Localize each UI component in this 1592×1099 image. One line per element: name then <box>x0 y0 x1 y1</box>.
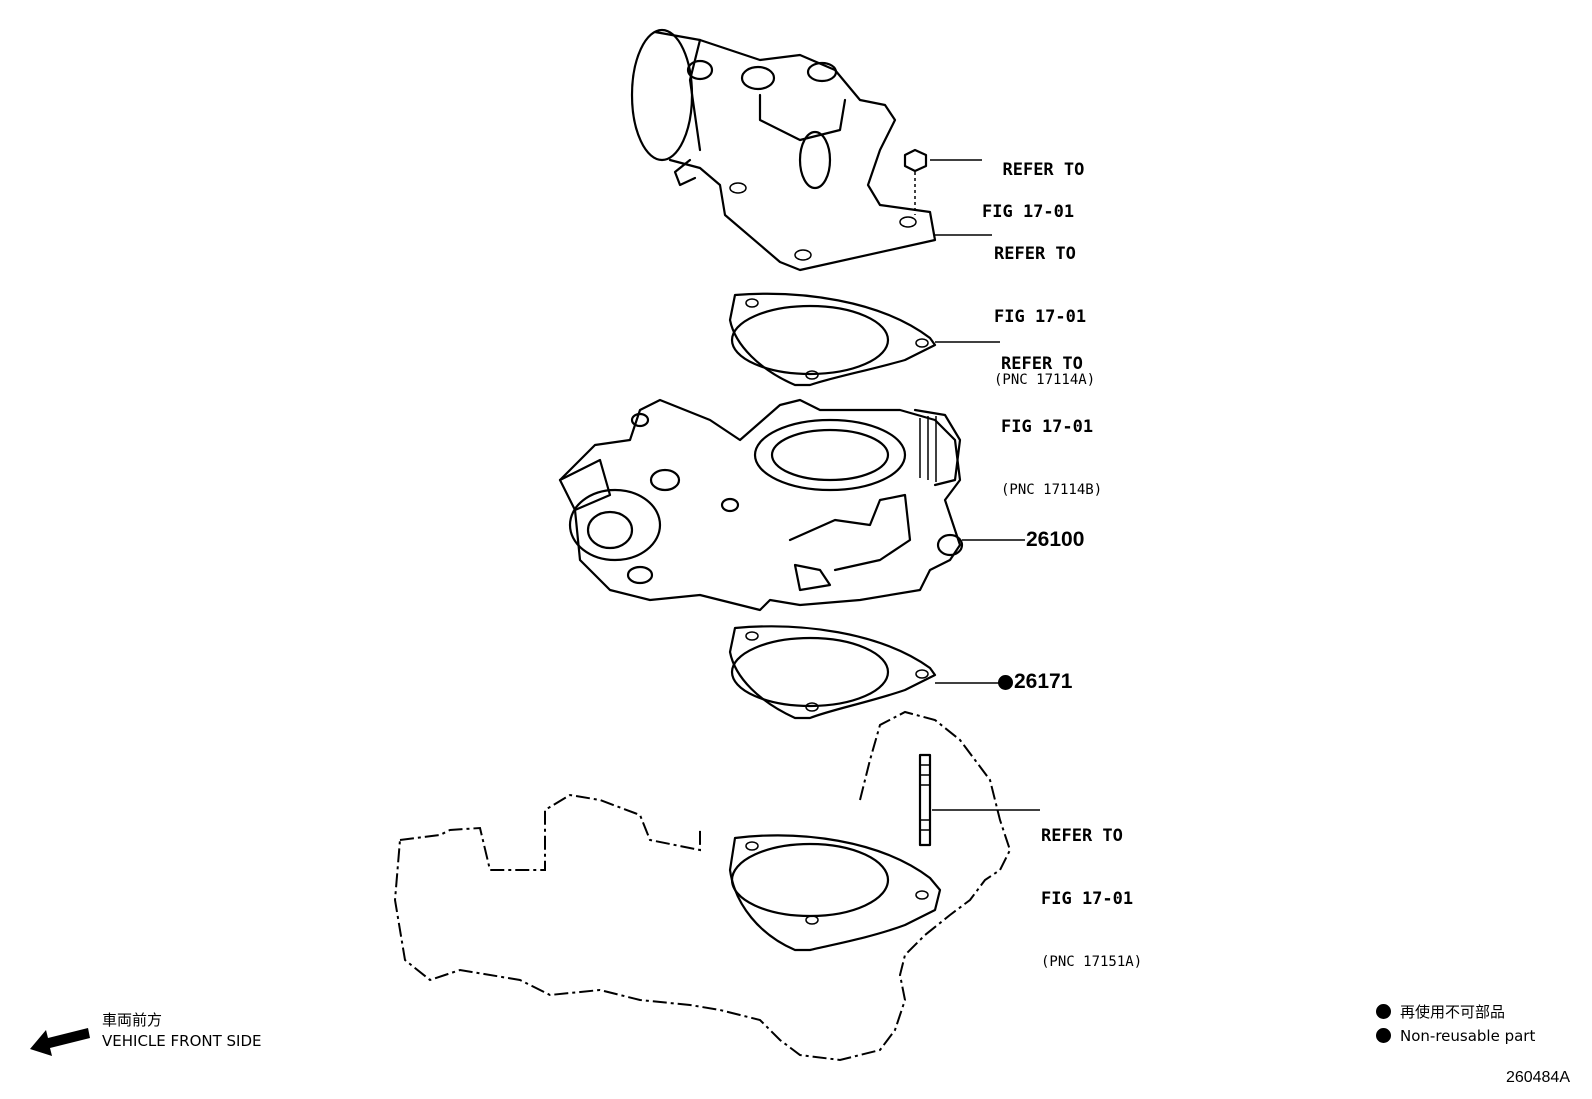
non-reusable-icon <box>1376 1004 1391 1019</box>
non-reusable-icon <box>998 675 1013 690</box>
callout-fig: FIG 17-01 <box>1041 889 1134 909</box>
legend-row-en: Non-reusable part <box>1376 1024 1535 1048</box>
vehicle-front-jp: 車両前方 <box>102 1011 163 1029</box>
stud-bolt <box>918 753 932 847</box>
legend: 再使用不可部品 Non-reusable part <box>1376 1000 1535 1048</box>
leader-lines <box>930 159 1040 811</box>
callout-pnc: (PNC 17151A) <box>1041 954 1143 970</box>
non-reusable-icon <box>1376 1028 1391 1043</box>
callout-fig: FIG 17-01 <box>1001 417 1094 437</box>
lower-gasket <box>728 625 937 720</box>
diagram-code: 260484A <box>1505 1069 1570 1086</box>
part-number-gasket: 26171 <box>998 670 1072 694</box>
callout-fig: FIG 17-01 <box>994 307 1087 327</box>
upper-gasket <box>728 292 937 387</box>
callout-ref: REFER TO <box>1002 160 1085 180</box>
throttle-body <box>558 398 964 612</box>
callout-ref: REFER TO <box>1001 354 1083 374</box>
callout-upper-gasket: REFER TO FIG 17-01 (PNC 17114B) <box>1001 312 1102 522</box>
legend-row-jp: 再使用不可部品 <box>1376 1000 1535 1024</box>
callout-stud: REFER TO FIG 17-01 (PNC 17151A) <box>1041 784 1142 994</box>
bolt <box>903 148 928 215</box>
callout-ref: REFER TO <box>994 244 1076 264</box>
legend-jp: 再使用不可部品 <box>1400 1003 1506 1021</box>
callout-fig: FIG 17-01 <box>982 202 1075 222</box>
intake-manifold <box>393 710 1012 1062</box>
callout-bolt: REFER TO FIG 17-01 <box>982 139 1084 244</box>
vehicle-front-en: VEHICLE FRONT SIDE <box>102 1032 262 1050</box>
water-inlet-housing <box>630 28 937 272</box>
front-arrow-icon <box>30 1028 90 1056</box>
callout-ref: REFER TO <box>1041 826 1123 846</box>
callout-pnc: (PNC 17114B) <box>1001 482 1103 498</box>
callout-pnc: (PNC 17114A) <box>994 372 1096 388</box>
legend-en: Non-reusable part <box>1400 1027 1536 1045</box>
callout-water-inlet: REFER TO FIG 17-01 (PNC 17114A) <box>994 202 1095 412</box>
part-number-throttle-body: 26100 <box>1026 528 1085 551</box>
part-number-gasket-text: 26171 <box>1014 670 1073 693</box>
vehicle-front-label: 車両前方 VEHICLE FRONT SIDE <box>102 1010 262 1052</box>
